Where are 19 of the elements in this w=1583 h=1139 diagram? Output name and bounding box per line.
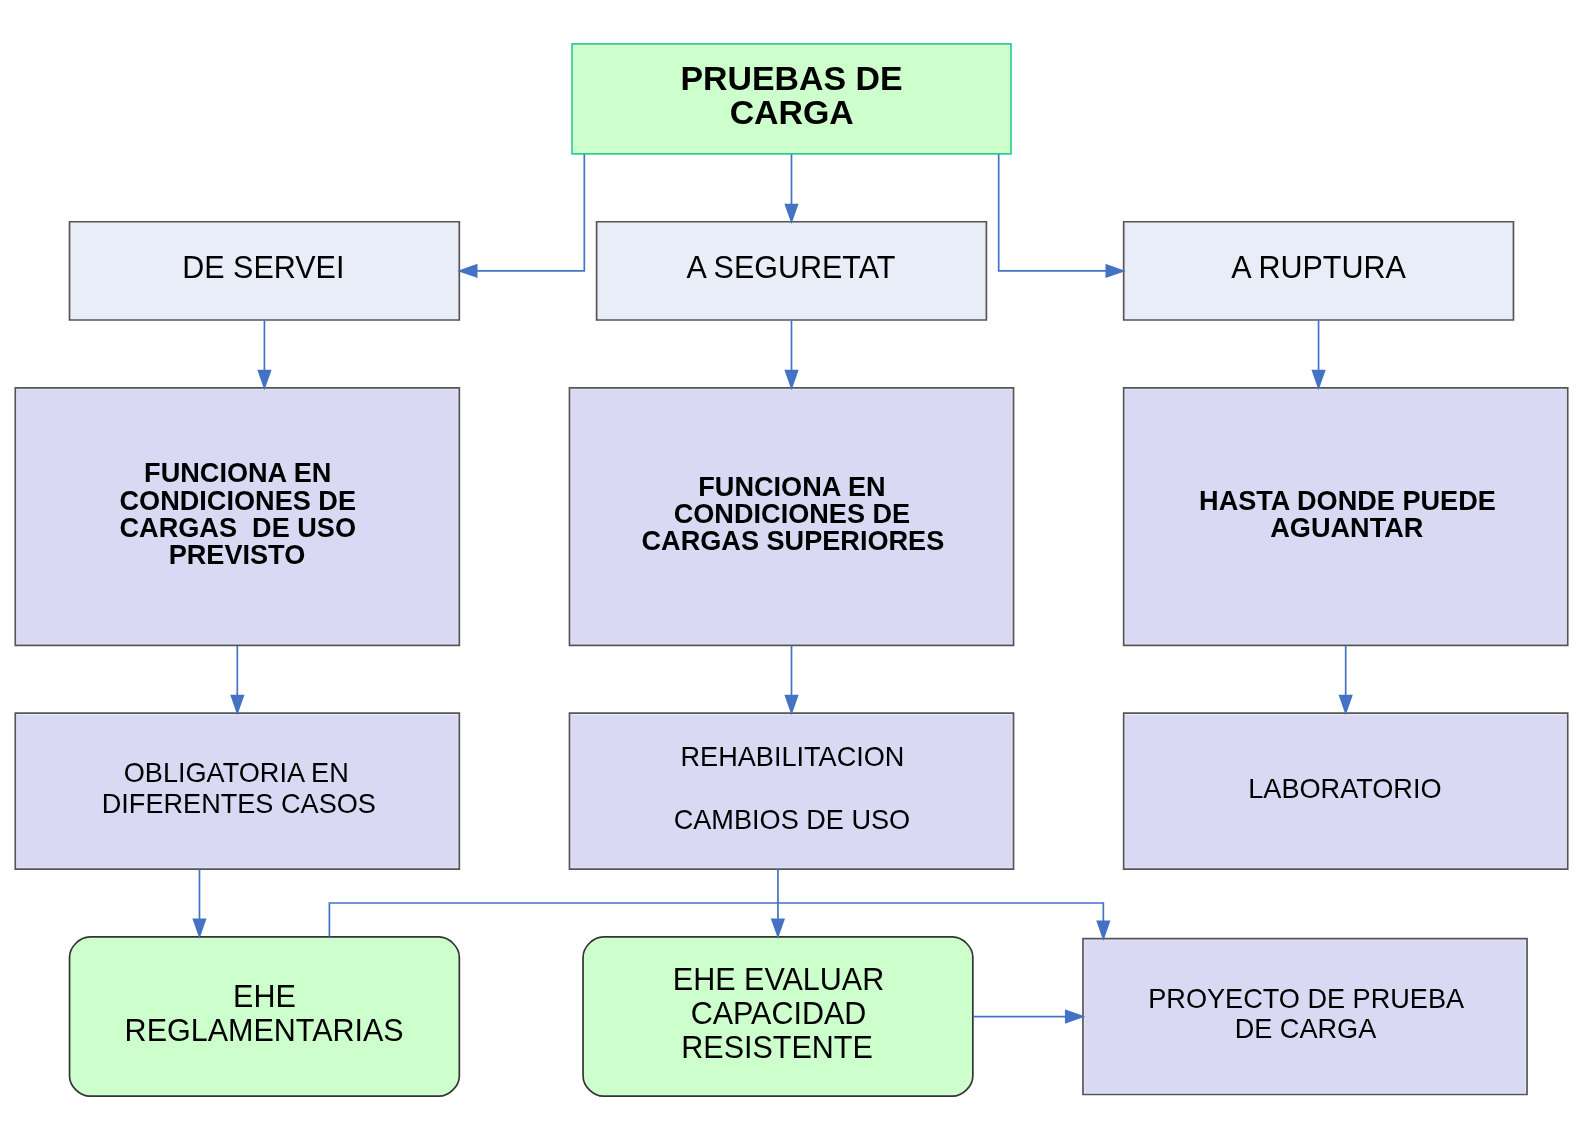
- node-box: DE SERVEI: [68, 220, 461, 321]
- arrow: [770, 868, 786, 939]
- arrow: [1338, 644, 1353, 715]
- node-box: EHE EVALUAR CAPACIDAD RESISTENTE: [582, 935, 974, 1097]
- node-box: PRUEBAS DE CARGA: [571, 42, 1012, 155]
- node-box: A RUPTURA: [1122, 220, 1515, 321]
- arrow: [972, 1008, 1086, 1024]
- arrow: [784, 152, 799, 224]
- arrow: [257, 319, 272, 390]
- arrow: [230, 644, 245, 715]
- node-box: EHE REGLAMENTARIAS: [68, 935, 461, 1097]
- arrow: [784, 644, 799, 715]
- arrow: [784, 319, 799, 390]
- arrow: [457, 152, 586, 278]
- arrow: [328, 901, 1111, 941]
- node-box: A SEGURETAT: [595, 220, 988, 321]
- arrow: [997, 152, 1126, 278]
- arrow: [192, 868, 207, 939]
- arrow: [1311, 319, 1326, 390]
